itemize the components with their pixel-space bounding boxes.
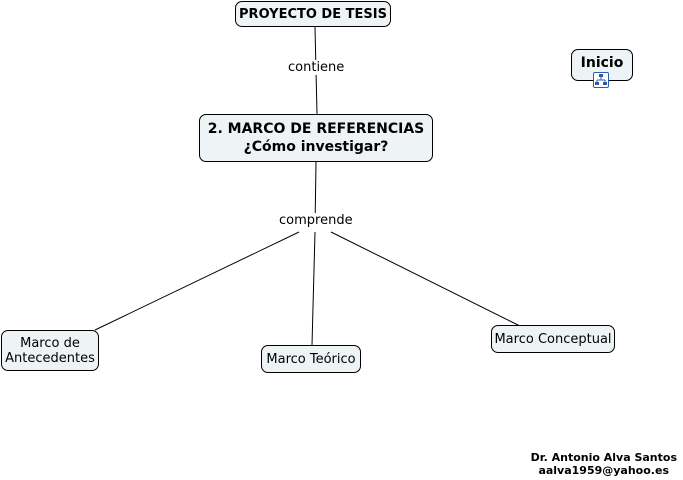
node-proyecto-de-tesis[interactable]: PROYECTO DE TESIS [235,1,391,27]
node-marco-de-referencias[interactable]: 2. MARCO DE REFERENCIAS ¿Cómo investigar… [199,114,433,162]
node-proyecto-label: PROYECTO DE TESIS [239,6,387,22]
node-marco-teorico[interactable]: Marco Teórico [261,345,361,373]
node-marco-referencias-line1: 2. MARCO DE REFERENCIAS [207,121,425,137]
node-marco-referencias-line2: ¿Cómo investigar? [243,139,389,155]
sitemap-icon[interactable] [593,72,609,88]
node-marco-conceptual[interactable]: Marco Conceptual [491,325,615,353]
node-marco-antecedentes-line1: Marco de [20,335,80,351]
link-label-comprende: comprende [278,213,354,228]
node-inicio-label: Inicio [580,55,624,71]
node-marco-conceptual-label: Marco Conceptual [494,331,612,347]
node-marco-antecedentes-line2: Antecedentes [5,350,95,366]
footer-author: Dr. Antonio Alva Santos [530,451,677,464]
node-marco-teorico-label: Marco Teórico [266,351,356,367]
node-marco-de-antecedentes[interactable]: Marco de Antecedentes [1,330,99,371]
link-label-contiene: contiene [287,60,346,75]
footer-email: aalva1959@yahoo.es [538,464,669,477]
